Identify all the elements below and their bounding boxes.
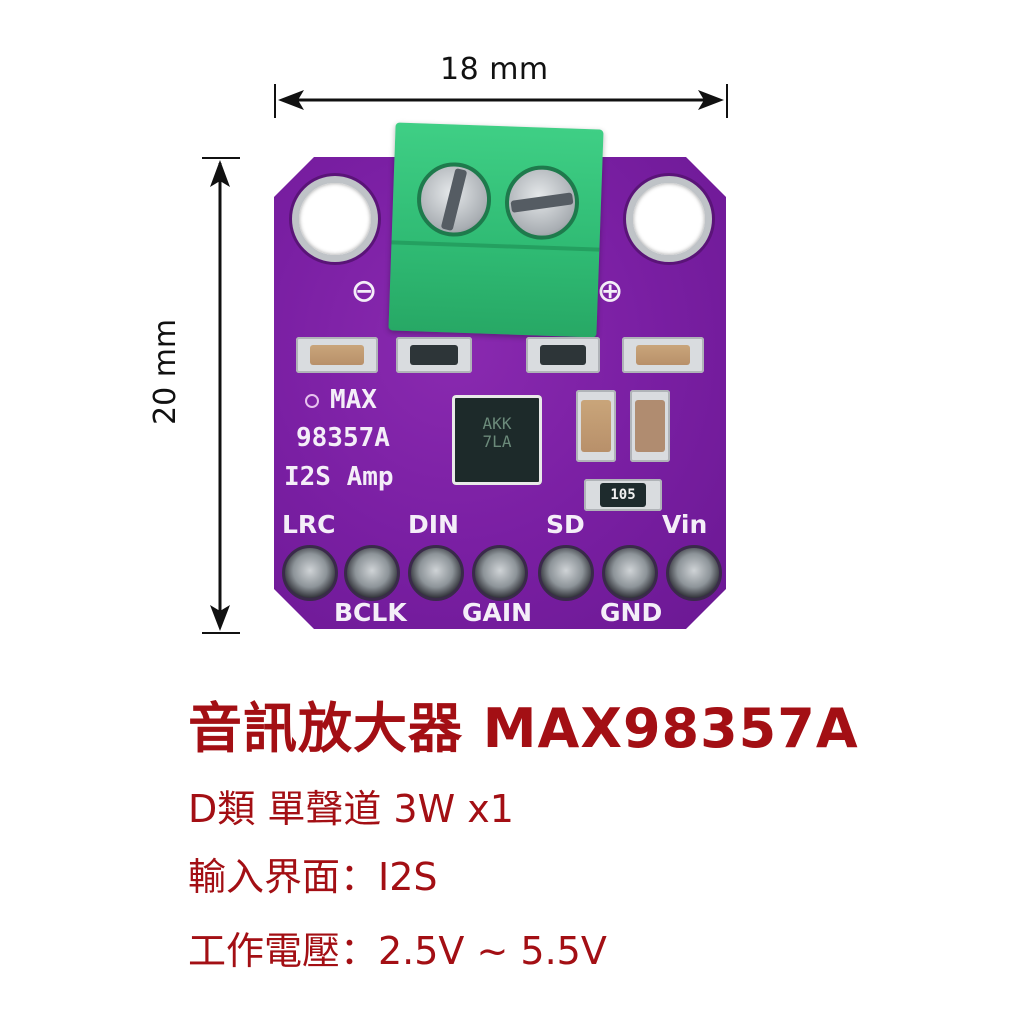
width-dimension-arrow xyxy=(274,84,728,118)
screw-icon xyxy=(415,161,493,238)
chip-marking-line1: AKK xyxy=(482,414,512,433)
pin-label-lrc: LRC xyxy=(282,510,336,539)
pin-lrc xyxy=(282,545,338,601)
silkscreen-i2s-amp: I2S Amp xyxy=(284,462,394,492)
minus-polarity-icon: ⊖ xyxy=(352,268,377,314)
chip-marking-line2: 7LA xyxy=(482,432,512,451)
pin-bclk xyxy=(344,545,400,601)
pin-din xyxy=(408,545,464,601)
pin1-dot-icon xyxy=(305,394,319,408)
pin-gnd xyxy=(602,545,658,601)
inductor xyxy=(396,337,472,373)
screw-icon xyxy=(503,164,581,241)
mounting-hole-right xyxy=(626,176,712,262)
screw-terminal xyxy=(388,122,604,338)
inductor xyxy=(526,337,600,373)
spec-input-interface: 輸入界面：I2S xyxy=(188,855,438,899)
height-dimension-label: 20 mm xyxy=(148,318,183,425)
amplifier-chip: AKK 7LA xyxy=(452,395,542,485)
pin-label-sd: SD xyxy=(546,510,585,539)
resistor-marking: 105 xyxy=(600,483,646,507)
capacitor xyxy=(576,390,616,462)
mounting-hole-left xyxy=(292,176,378,262)
height-dimension-arrow xyxy=(202,157,240,634)
resistor: 105 xyxy=(584,479,662,511)
silkscreen-part-number: 98357A xyxy=(296,423,390,453)
plus-polarity-icon: ⊕ xyxy=(598,268,623,314)
pin-label-din: DIN xyxy=(408,510,459,539)
pin-gain xyxy=(472,545,528,601)
silkscreen-max: MAX xyxy=(330,385,377,415)
width-dimension-label: 18 mm xyxy=(440,52,549,87)
spec-operating-voltage: 工作電壓：2.5V ~ 5.5V xyxy=(188,929,607,973)
pin-label-vin: Vin xyxy=(662,510,708,539)
spec-class-d: D類 單聲道 3W x1 xyxy=(188,787,514,831)
capacitor xyxy=(630,390,670,462)
pin-label-gain: GAIN xyxy=(462,598,533,627)
capacitor xyxy=(296,337,378,373)
capacitor xyxy=(622,337,704,373)
product-title: 音訊放大器 MAX98357A xyxy=(188,697,859,760)
pin-sd xyxy=(538,545,594,601)
pin-label-gnd: GND xyxy=(600,598,663,627)
pin-label-bclk: BCLK xyxy=(334,598,407,627)
pin-vin xyxy=(666,545,722,601)
